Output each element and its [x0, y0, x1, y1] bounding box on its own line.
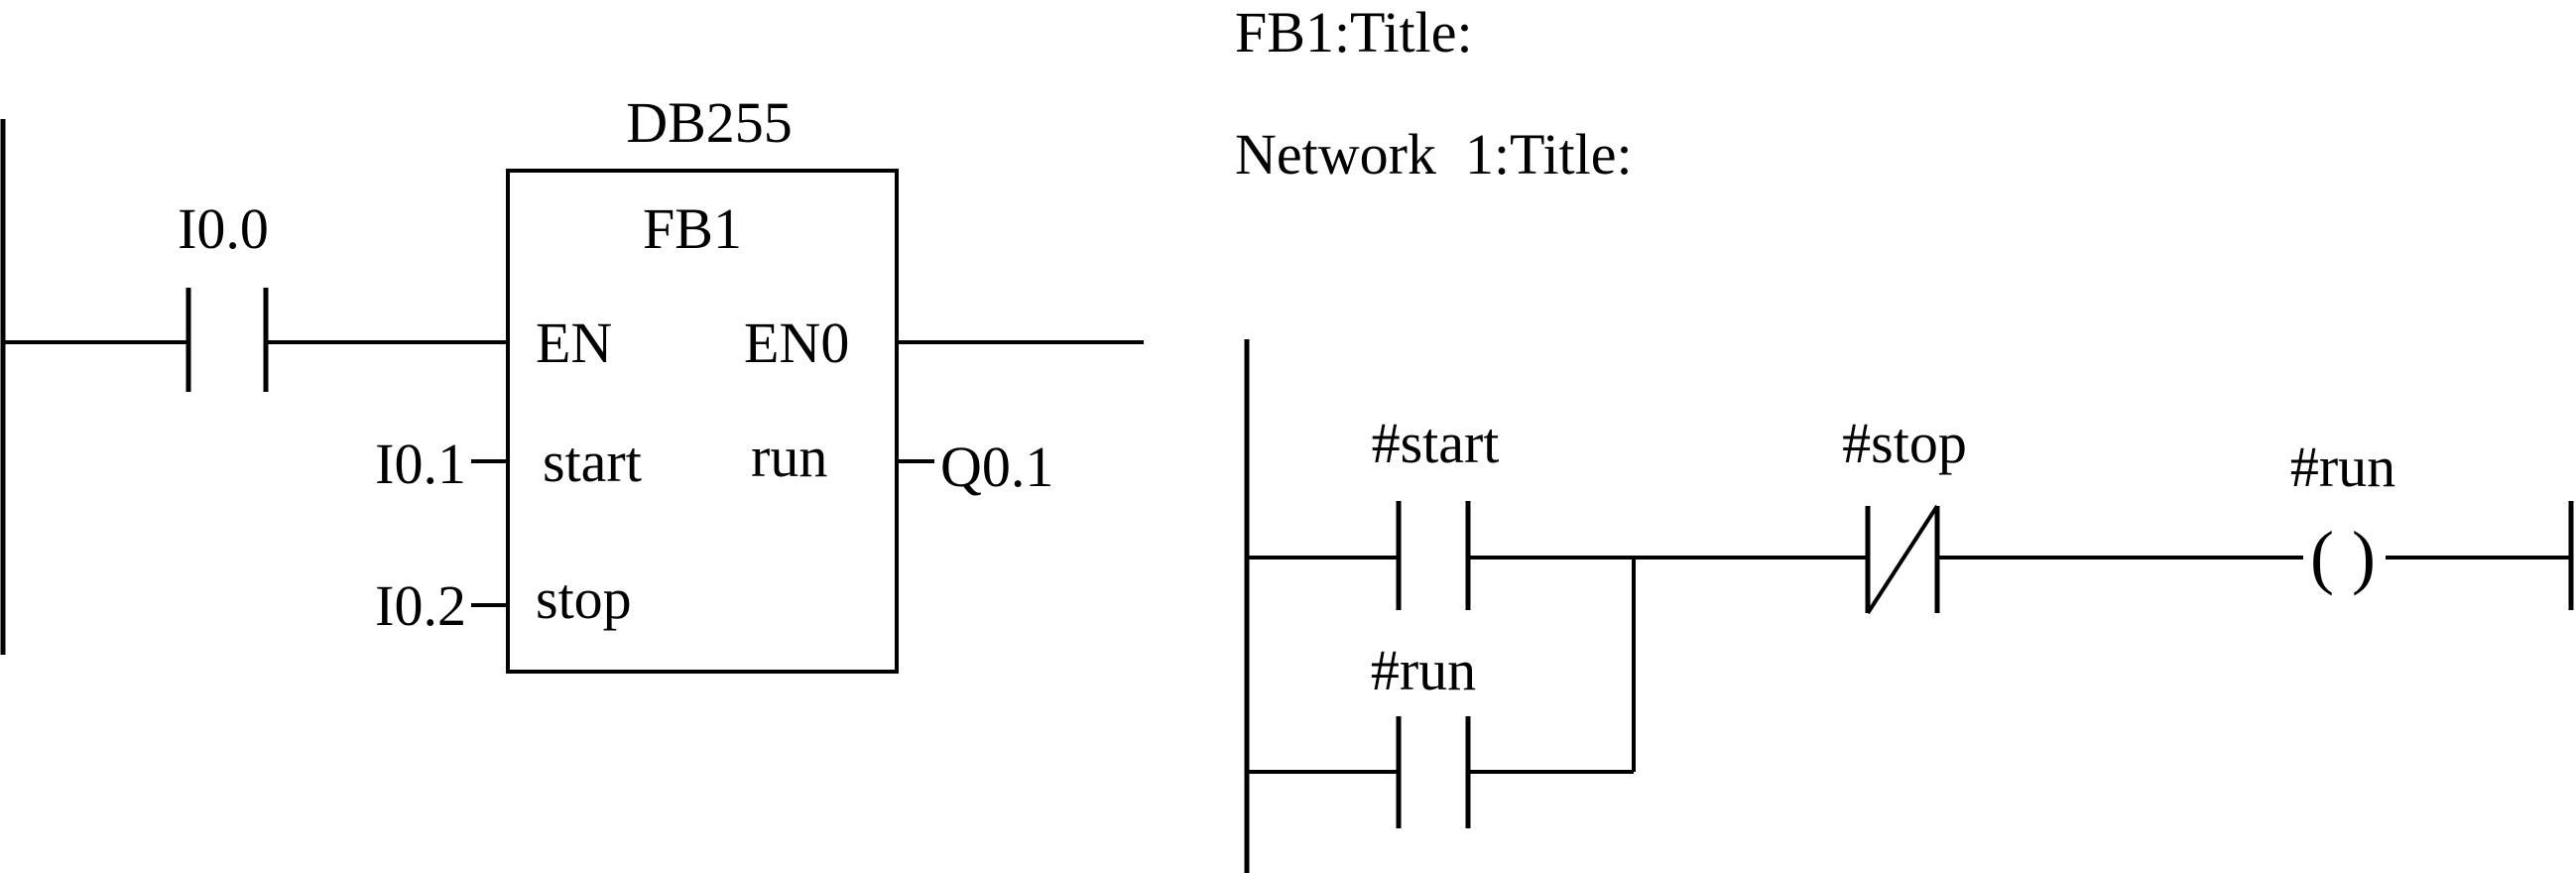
input-stop-address: I0.2	[375, 573, 466, 638]
input-start-address: I0.1	[375, 432, 466, 496]
contact-stop-nc	[1865, 504, 1940, 615]
instance-db-label: DB255	[626, 90, 793, 155]
coil-run-label: #run	[2290, 435, 2395, 499]
left-network: I0.0 DB255 FB1 EN EN0 start run stop I0.…	[0, 90, 1144, 674]
pin-en-label: EN	[536, 311, 612, 375]
fb-name-label: FB1	[643, 196, 742, 261]
contact-stop-label: #stop	[1842, 411, 1967, 475]
fb1-block	[506, 169, 899, 674]
output-run-address: Q0.1	[940, 435, 1053, 499]
pin-start-label: start	[543, 430, 642, 494]
right-network: FB1:Title: Network 1:Title: #start #run …	[1235, 0, 2574, 873]
pin-run-label: run	[751, 425, 827, 489]
contact-start	[1396, 501, 1471, 610]
contact-run-label: #run	[1371, 638, 1476, 702]
pin-stop-label: stop	[536, 566, 632, 631]
contact-run-branch	[1396, 716, 1471, 828]
network-title: Network 1:Title:	[1235, 122, 1633, 187]
pin-eno-label: EN0	[744, 311, 849, 375]
contact-start-label: #start	[1372, 411, 1500, 475]
coil-run-symbol: ( )	[2310, 517, 2376, 596]
fb-title: FB1:Title:	[1235, 0, 1473, 64]
contact-i00	[185, 288, 269, 392]
contact-i00-label: I0.0	[178, 196, 269, 261]
